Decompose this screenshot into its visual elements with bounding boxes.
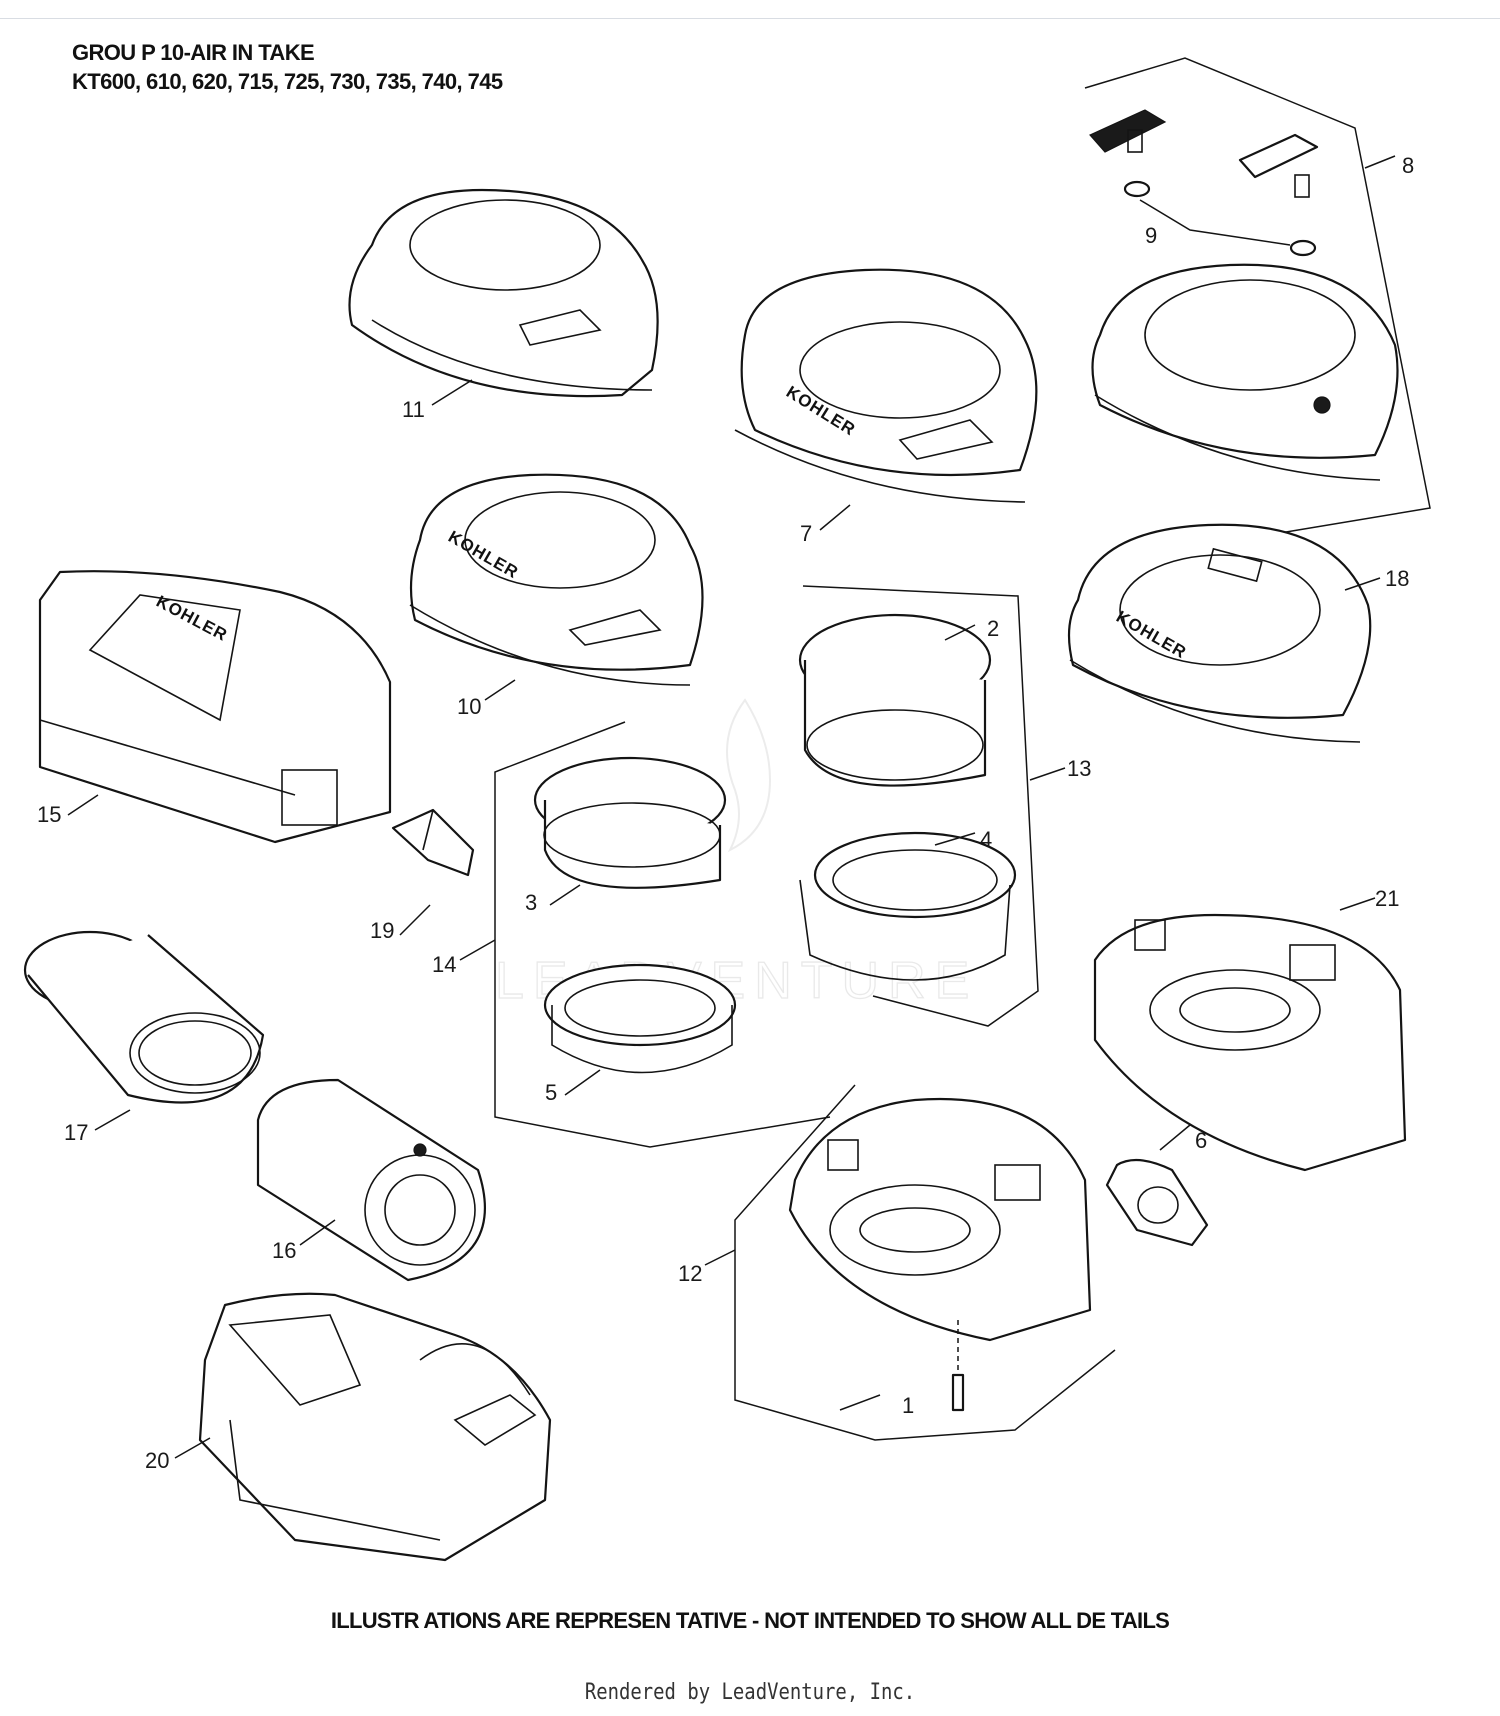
callout-21: 21 xyxy=(1375,886,1399,911)
callout-2: 2 xyxy=(987,616,999,641)
top-divider xyxy=(0,18,1500,19)
callout-6: 6 xyxy=(1195,1128,1207,1153)
callout-11: 11 xyxy=(402,397,425,422)
bracket-13 xyxy=(802,585,1039,1027)
part-2-element[interactable] xyxy=(798,613,992,787)
part-15-housing[interactable]: KOHLER xyxy=(38,570,392,844)
part-12-base[interactable] xyxy=(788,1098,1092,1342)
part-17-element[interactable] xyxy=(23,930,265,1104)
part-19-clip[interactable] xyxy=(391,808,475,877)
callout-14: 14 xyxy=(432,952,456,977)
callout-12: 12 xyxy=(678,1261,702,1286)
part-20-base[interactable] xyxy=(198,1292,552,1562)
callout-3: 3 xyxy=(525,890,537,915)
rendered-by-credit: Rendered by LeadVenture, Inc. xyxy=(584,1680,916,1705)
callout-9: 9 xyxy=(1145,223,1157,248)
bracket-14 xyxy=(494,721,831,1148)
bracket-8 xyxy=(1084,57,1431,534)
part-18-cover[interactable]: KOHLER xyxy=(1067,523,1372,743)
part-9-o-rings[interactable] xyxy=(1123,180,1317,257)
callout-17: 17 xyxy=(64,1120,88,1145)
part-1-pin[interactable] xyxy=(951,1320,965,1412)
callout-15: 15 xyxy=(37,802,61,827)
bracket-12 xyxy=(734,1084,1116,1441)
part-3-element[interactable] xyxy=(533,756,727,889)
part-4-seal[interactable] xyxy=(799,831,1017,981)
callout-20: 20 xyxy=(145,1448,169,1473)
group-title: GROU P 10-AIR IN TAKE xyxy=(72,40,315,65)
callout-5: 5 xyxy=(545,1080,557,1105)
parts-diagram: LEADVENTURE KOHLER KOHLE xyxy=(23,57,1431,1562)
callout-8: 8 xyxy=(1402,153,1414,178)
diagram-header: GROU P 10-AIR IN TAKE KT600, 610, 620, 7… xyxy=(72,38,503,96)
callout-labels: 1 2 3 4 5 6 7 8 9 10 11 12 13 14 15 16 1… xyxy=(37,153,1414,1473)
part-8-knobs[interactable] xyxy=(1089,109,1319,198)
callout-4: 4 xyxy=(980,827,992,852)
part-5-seal[interactable] xyxy=(543,963,737,1074)
callout-19: 19 xyxy=(370,918,394,943)
part-8-cover[interactable] xyxy=(1091,263,1399,481)
callout-10: 10 xyxy=(457,694,481,719)
part-6-gasket[interactable] xyxy=(1105,1158,1209,1247)
part-10-cover[interactable]: KOHLER xyxy=(409,473,704,686)
part-7-cover[interactable]: KOHLER xyxy=(734,268,1038,503)
callout-16: 16 xyxy=(272,1238,296,1263)
part-11-cover[interactable] xyxy=(348,188,659,398)
disclaimer-note: ILLUSTR ATIONS ARE REPRESEN TATIVE - NOT… xyxy=(330,1608,1170,1633)
callout-7: 7 xyxy=(800,521,812,546)
callout-18: 18 xyxy=(1385,566,1409,591)
model-list: KT600, 610, 620, 715, 725, 730, 735, 740… xyxy=(72,69,503,94)
part-16-element[interactable] xyxy=(256,1078,486,1282)
part-21-base[interactable] xyxy=(1093,913,1407,1172)
callout-1: 1 xyxy=(902,1393,914,1418)
callout-13: 13 xyxy=(1067,756,1091,781)
